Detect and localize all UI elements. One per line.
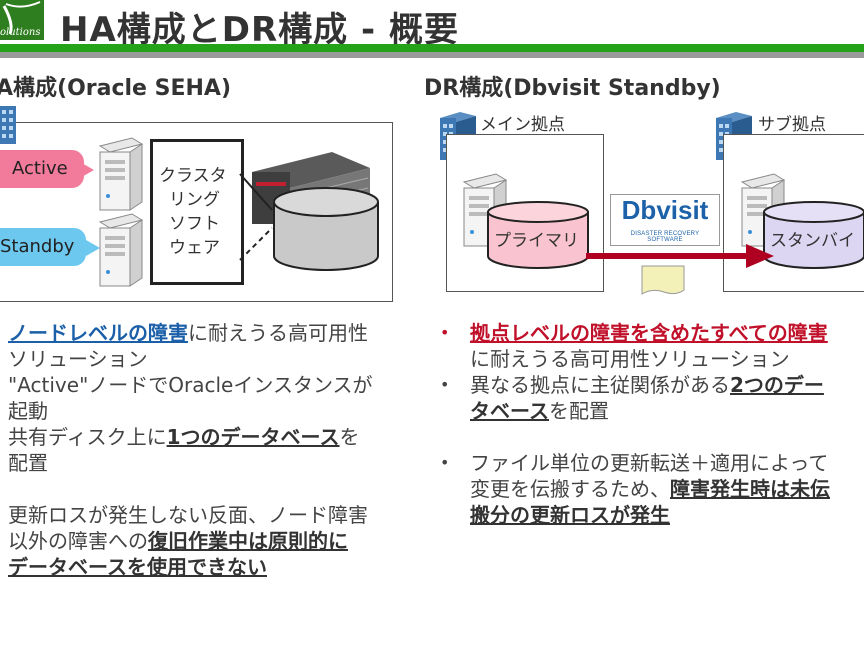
standby-db-icon bbox=[763, 201, 864, 269]
cluster-line: リング bbox=[169, 190, 220, 210]
cluster-line: ソフト bbox=[169, 214, 220, 234]
emphasis-text: 障害発生時は未伝 bbox=[670, 477, 830, 501]
active-node-label: Active bbox=[0, 150, 84, 188]
header-bar-gray bbox=[0, 52, 864, 58]
body-text: 変更を伝搬するため、 bbox=[470, 477, 670, 501]
active-pointer bbox=[80, 162, 94, 178]
logo-text: olutions bbox=[0, 27, 41, 38]
text-line: データベースを使用できない bbox=[8, 554, 373, 580]
emphasis-text: 2つのデー bbox=[730, 373, 824, 397]
highlight-text: 拠点レベルの障害を含めたすべての障害 bbox=[470, 321, 828, 345]
text-line: 搬分の更新ロスが発生 bbox=[470, 502, 830, 528]
text-line: タベースを配置 bbox=[470, 398, 830, 424]
building-icon bbox=[0, 106, 16, 144]
shared-disk-icon bbox=[273, 187, 379, 271]
body-text: を bbox=[339, 425, 360, 449]
clustering-software-label: クラスタ リング ソフト ウェア bbox=[159, 164, 227, 260]
transfer-arrow bbox=[586, 244, 774, 268]
bullet-icon: • bbox=[440, 323, 450, 342]
server-icon bbox=[98, 213, 144, 287]
body-text: に耐えうる高可用性ソリューション bbox=[470, 347, 790, 371]
text-line: ノードレベルの障害に耐えうる高可用性 bbox=[8, 320, 373, 346]
text-line: 変更を伝搬するため、障害発生時は未伝 bbox=[470, 476, 830, 502]
dbvisit-tagline: DISASTER RECOVERY SOFTWARE bbox=[630, 231, 700, 243]
body-text: ソリューション bbox=[8, 347, 148, 371]
primary-label: プライマリ bbox=[494, 231, 579, 251]
text-line: 以外の障害への復旧作業中は原則的に bbox=[8, 528, 373, 554]
body-text: 異なる拠点に主従関係がある bbox=[470, 373, 730, 397]
body-text: 共有ディスク上に bbox=[8, 425, 167, 449]
text-line: • ファイル単位の更新転送＋適用によって bbox=[440, 450, 830, 476]
text-line: 起動 bbox=[8, 398, 373, 424]
body-text: を配置 bbox=[549, 399, 609, 423]
text-line: • 拠点レベルの障害を含めたすべての障害 bbox=[440, 320, 830, 346]
standby-label-text: Standby bbox=[0, 236, 75, 257]
file-icon bbox=[641, 265, 685, 295]
body-text: 以外の障害への bbox=[8, 529, 148, 553]
emphasis-text: データベースを使用できない bbox=[8, 555, 267, 579]
body-text: 配置 bbox=[8, 451, 48, 475]
text-line: • 異なる拠点に主従関係がある2つのデー bbox=[440, 372, 830, 398]
bullet-icon: • bbox=[440, 375, 450, 394]
body-text: "Active"ノードでOracleインスタンスが bbox=[8, 373, 373, 397]
logo-mark-icon bbox=[2, 1, 41, 35]
page-title: HA構成とDR構成 - 概要 bbox=[60, 10, 459, 50]
emphasis-text: 復旧作業中は原則的に bbox=[148, 529, 348, 553]
dbvisit-logo: Dbvisit DISASTER RECOVERY SOFTWARE bbox=[610, 194, 720, 246]
dr-description: • 拠点レベルの障害を含めたすべての障害に耐えうる高可用性ソリューション • 異なる拠… bbox=[440, 320, 830, 528]
main-site-label: メイン拠点 bbox=[480, 115, 565, 135]
text-line: 共有ディスク上に1つのデータベースを bbox=[8, 424, 373, 450]
body-text: ファイル単位の更新転送＋適用によって bbox=[470, 451, 829, 475]
header-bar-green bbox=[0, 44, 864, 52]
text-line: 配置 bbox=[8, 450, 373, 476]
emphasis-text: 1つのデータベース bbox=[166, 425, 340, 449]
company-logo bbox=[0, 0, 44, 40]
dr-heading: DR構成(Dbvisit Standby) bbox=[424, 76, 721, 101]
shared-storage-diagram bbox=[239, 152, 379, 271]
text-line: 更新ロスが発生しない反面、ノード障害 bbox=[8, 502, 373, 528]
ha-description: ノードレベルの障害に耐えうる高可用性ソリューション"Active"ノードでOra… bbox=[8, 320, 373, 580]
emphasis-text: 搬分の更新ロスが発生 bbox=[470, 503, 670, 527]
standby-pointer bbox=[86, 240, 100, 256]
body-text: 起動 bbox=[8, 399, 48, 423]
cluster-line: クラスタ bbox=[159, 166, 227, 186]
clustering-software-box: クラスタ リング ソフト ウェア bbox=[150, 139, 244, 285]
highlight-text: ノードレベルの障害 bbox=[8, 321, 188, 345]
text-line: に耐えうる高可用性ソリューション bbox=[470, 346, 830, 372]
ha-heading: A構成(Oracle SEHA) bbox=[0, 76, 232, 101]
active-label-text: Active bbox=[12, 158, 68, 179]
text-line: "Active"ノードでOracleインスタンスが bbox=[8, 372, 373, 398]
body-text: に耐えうる高可用性 bbox=[188, 321, 368, 345]
text-line bbox=[8, 476, 373, 502]
dbvisit-logo-text: Dbvisit bbox=[621, 195, 709, 225]
standby-db-label: スタンバイ bbox=[770, 231, 855, 251]
bullet-icon: • bbox=[440, 453, 450, 472]
text-line bbox=[470, 424, 830, 450]
body-text: 更新ロスが発生しない反面、ノード障害 bbox=[8, 503, 368, 527]
emphasis-text: タベース bbox=[470, 399, 549, 423]
text-line: ソリューション bbox=[8, 346, 373, 372]
cluster-line: ウェア bbox=[169, 238, 220, 258]
server-icon bbox=[98, 137, 144, 211]
sub-site-label: サブ拠点 bbox=[758, 115, 826, 135]
standby-node-label: Standby bbox=[0, 228, 86, 266]
primary-db-icon bbox=[487, 201, 589, 269]
